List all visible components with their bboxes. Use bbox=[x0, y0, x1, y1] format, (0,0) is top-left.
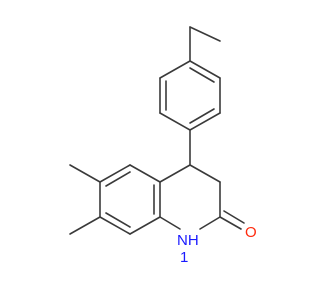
atom-label-nh-subscript: 1 bbox=[180, 249, 188, 266]
bond-ethyl-ch3 bbox=[189, 26, 221, 42]
atom-label-o: O bbox=[245, 224, 257, 241]
bond-ph-4 bbox=[159, 112, 191, 131]
bond-ph-3-inner bbox=[189, 108, 215, 124]
bond-c7-c8-inner bbox=[105, 212, 131, 228]
bond-c7-methyl bbox=[69, 216, 101, 235]
bond-ph-1 bbox=[189, 60, 221, 79]
bond-ph-3 bbox=[189, 112, 221, 131]
bond-c4-c4a bbox=[159, 164, 191, 183]
atom-label-nh: NH bbox=[177, 232, 199, 249]
bond-c2-o-b bbox=[223, 210, 245, 224]
structure-diagram: NH 1 O bbox=[69, 26, 257, 266]
bond-c8-c8a bbox=[129, 216, 161, 235]
bond-ph-6 bbox=[159, 60, 191, 79]
bond-c2-n1 bbox=[199, 216, 221, 230]
bond-c7-c8 bbox=[99, 216, 131, 235]
bond-c5-c6 bbox=[99, 164, 131, 183]
bond-c5-c6-inner bbox=[105, 171, 131, 187]
bond-ph-1-inner bbox=[189, 67, 215, 83]
bond-c4a-c5 bbox=[129, 164, 161, 183]
bond-n1-c8a bbox=[159, 216, 181, 230]
bond-c2-o-a bbox=[219, 216, 242, 230]
bond-c6-methyl bbox=[69, 164, 101, 183]
bond-c4-c3 bbox=[189, 164, 221, 183]
